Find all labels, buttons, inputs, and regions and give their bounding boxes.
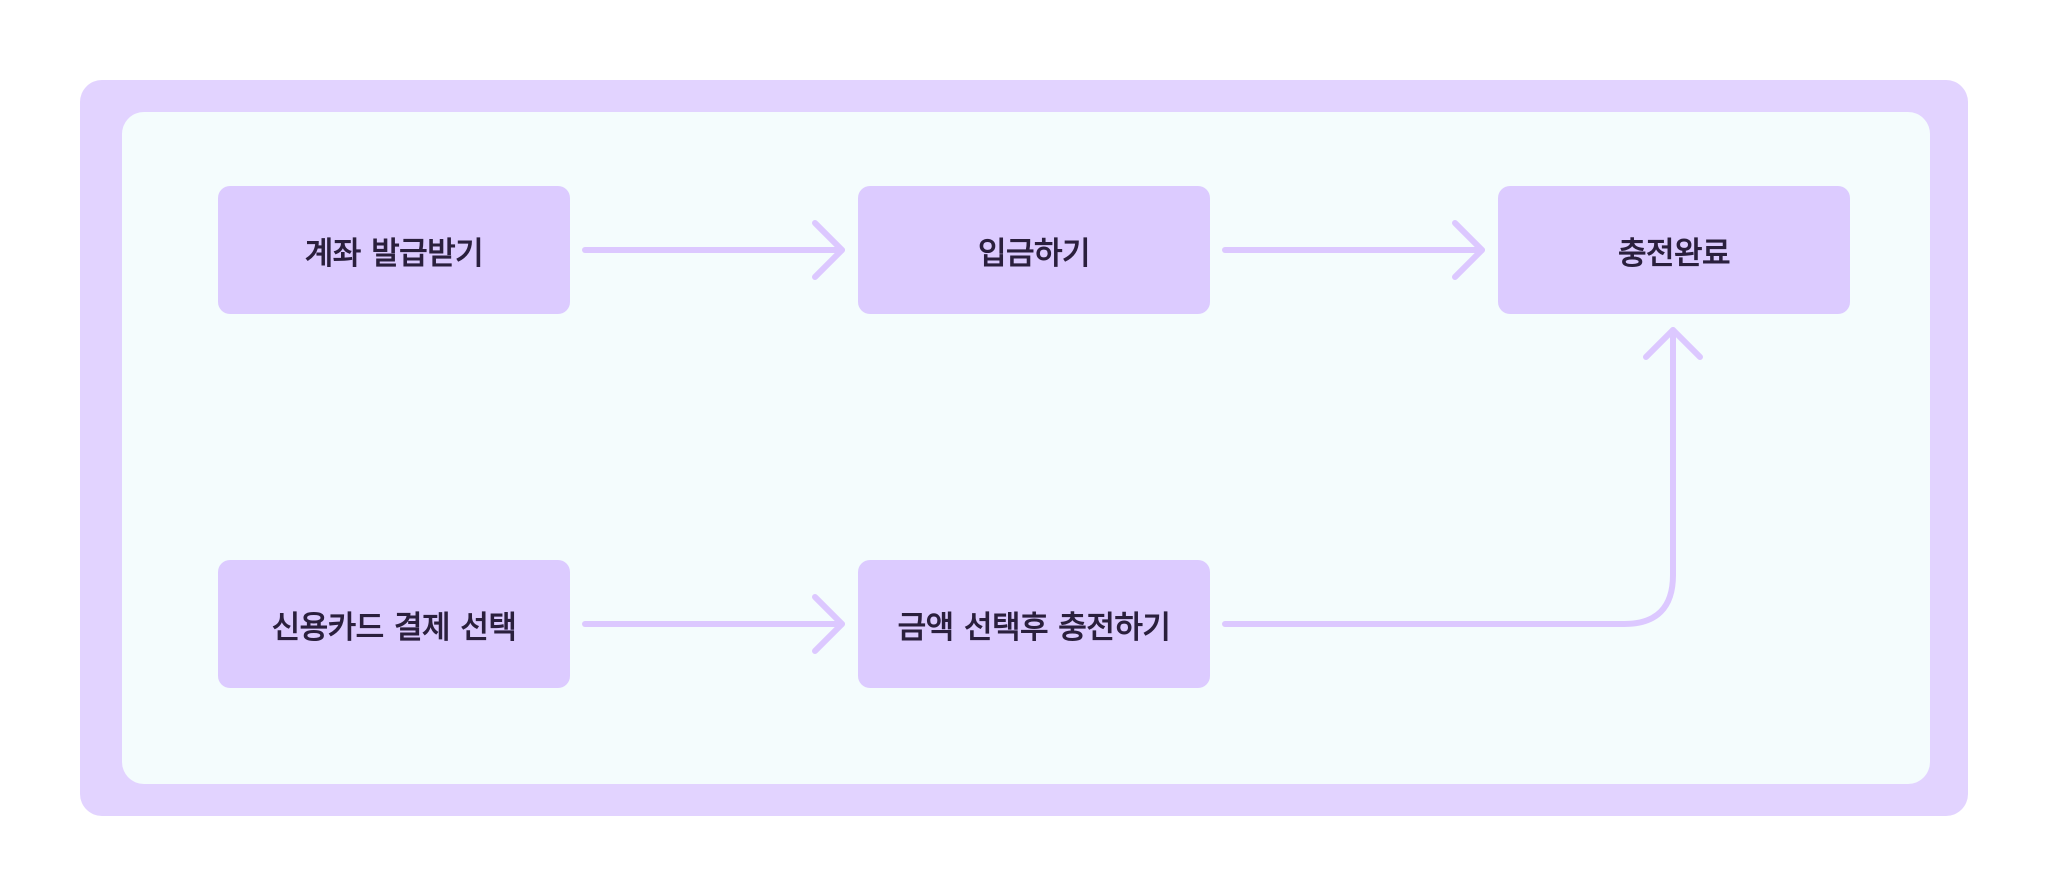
step-label: 계좌 발급받기 (304, 235, 484, 272)
step-label: 입금하기 (977, 235, 1091, 272)
step-label: 충전완료 (1617, 235, 1731, 272)
step-node-credit-card-select: 신용카드 결제 선택 (218, 560, 570, 688)
step-label: 금액 선택후 충전하기 (897, 609, 1171, 646)
step-node-charge-complete: 충전완료 (1498, 186, 1850, 314)
step-node-select-amount-charge: 금액 선택후 충전하기 (858, 560, 1210, 688)
step-node-account-issue: 계좌 발급받기 (218, 186, 570, 314)
step-label: 신용카드 결제 선택 (271, 609, 517, 646)
step-node-deposit: 입금하기 (858, 186, 1210, 314)
